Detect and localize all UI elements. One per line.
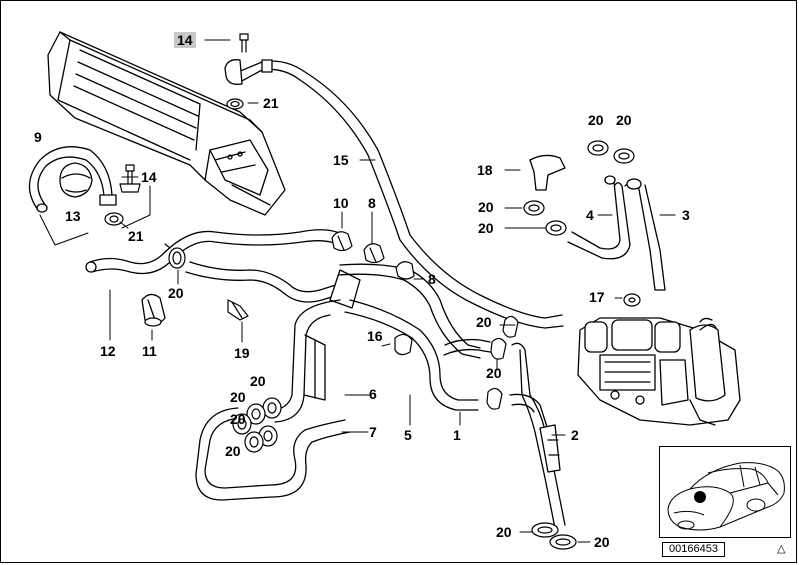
callout-11: 11 <box>142 343 157 359</box>
callout-20-bottom-a: 20 <box>496 524 512 540</box>
hose-1 <box>337 263 491 359</box>
hose-2 <box>509 342 566 529</box>
bolt-14-top <box>239 33 249 53</box>
valve-11 <box>141 293 166 327</box>
callout-6: 6 <box>369 386 377 402</box>
leader-lines <box>109 39 676 543</box>
callout-21-mid: 21 <box>128 228 144 244</box>
callout-20-bottom-b: 20 <box>594 534 610 550</box>
callout-21-top: 21 <box>263 95 279 111</box>
callout-8-lower: 8 <box>428 271 436 287</box>
callout-1: 1 <box>453 427 461 443</box>
callout-20-hose-2-a: 20 <box>476 314 492 330</box>
reference-number: 00166453 <box>662 542 725 557</box>
clamp-20-left <box>164 243 186 269</box>
hose-3 <box>624 178 666 291</box>
callout-8-upper: 8 <box>368 195 376 211</box>
group-bracket <box>39 185 151 246</box>
clamp-8-lower <box>395 261 415 280</box>
car-outline-icon <box>667 462 785 531</box>
clamp-8-upper <box>363 243 385 264</box>
clamps-20-hose-2 <box>486 315 519 410</box>
hose-12 <box>85 229 346 275</box>
vehicle-location-inset <box>659 446 791 538</box>
callout-17: 17 <box>589 289 605 305</box>
clamps-20-cluster <box>232 397 282 453</box>
clamp-10 <box>331 231 353 252</box>
callout-19: 19 <box>234 345 250 361</box>
hose-5 <box>185 261 479 411</box>
clamps-20-bottom <box>531 522 577 550</box>
triangle-icon: △ <box>777 543 786 555</box>
bolt-14-mid <box>119 164 141 193</box>
heater-housing <box>47 31 286 216</box>
callout-9: 9 <box>34 129 42 145</box>
callout-7: 7 <box>369 424 377 440</box>
callout-15: 15 <box>333 152 349 168</box>
callout-5: 5 <box>404 427 412 443</box>
callout-20-hose-2-b: 20 <box>486 365 502 381</box>
valve-pump-assembly <box>577 317 741 426</box>
clamp-16 <box>394 333 413 356</box>
callout-20-hose-18: 20 <box>478 199 494 215</box>
sensor-19 <box>227 299 249 321</box>
callout-14-top: 14 <box>174 32 196 48</box>
washer-21-top <box>226 98 244 110</box>
callout-20-cluster-d: 20 <box>225 443 241 459</box>
callout-2: 2 <box>571 427 579 443</box>
callout-16: 16 <box>367 328 383 344</box>
grommet-17 <box>623 293 641 307</box>
callout-4: 4 <box>586 207 594 223</box>
callout-20-top-a: 20 <box>588 112 604 128</box>
callout-20-left: 20 <box>168 285 184 301</box>
hose-18 <box>529 154 566 191</box>
hose-9 <box>28 146 117 213</box>
callout-12: 12 <box>100 343 116 359</box>
hose-7 <box>195 407 351 501</box>
callout-20-cluster-a: 20 <box>250 373 266 389</box>
callout-13: 13 <box>65 208 81 224</box>
callout-14-mid: 14 <box>141 169 157 185</box>
cap-13 <box>59 162 93 198</box>
callout-20-hose-4: 20 <box>478 220 494 236</box>
callout-18: 18 <box>477 162 493 178</box>
clamps-20-upper-right <box>523 140 635 236</box>
hose-6 <box>269 299 341 423</box>
hose-4 <box>567 175 631 260</box>
callout-20-top-b: 20 <box>616 112 632 128</box>
callout-20-cluster-c: 20 <box>230 411 246 427</box>
callout-3: 3 <box>682 207 690 223</box>
callout-10: 10 <box>333 195 349 211</box>
washer-21-mid <box>104 212 124 226</box>
callout-20-cluster-b: 20 <box>230 389 246 405</box>
hose-15 <box>224 59 564 329</box>
